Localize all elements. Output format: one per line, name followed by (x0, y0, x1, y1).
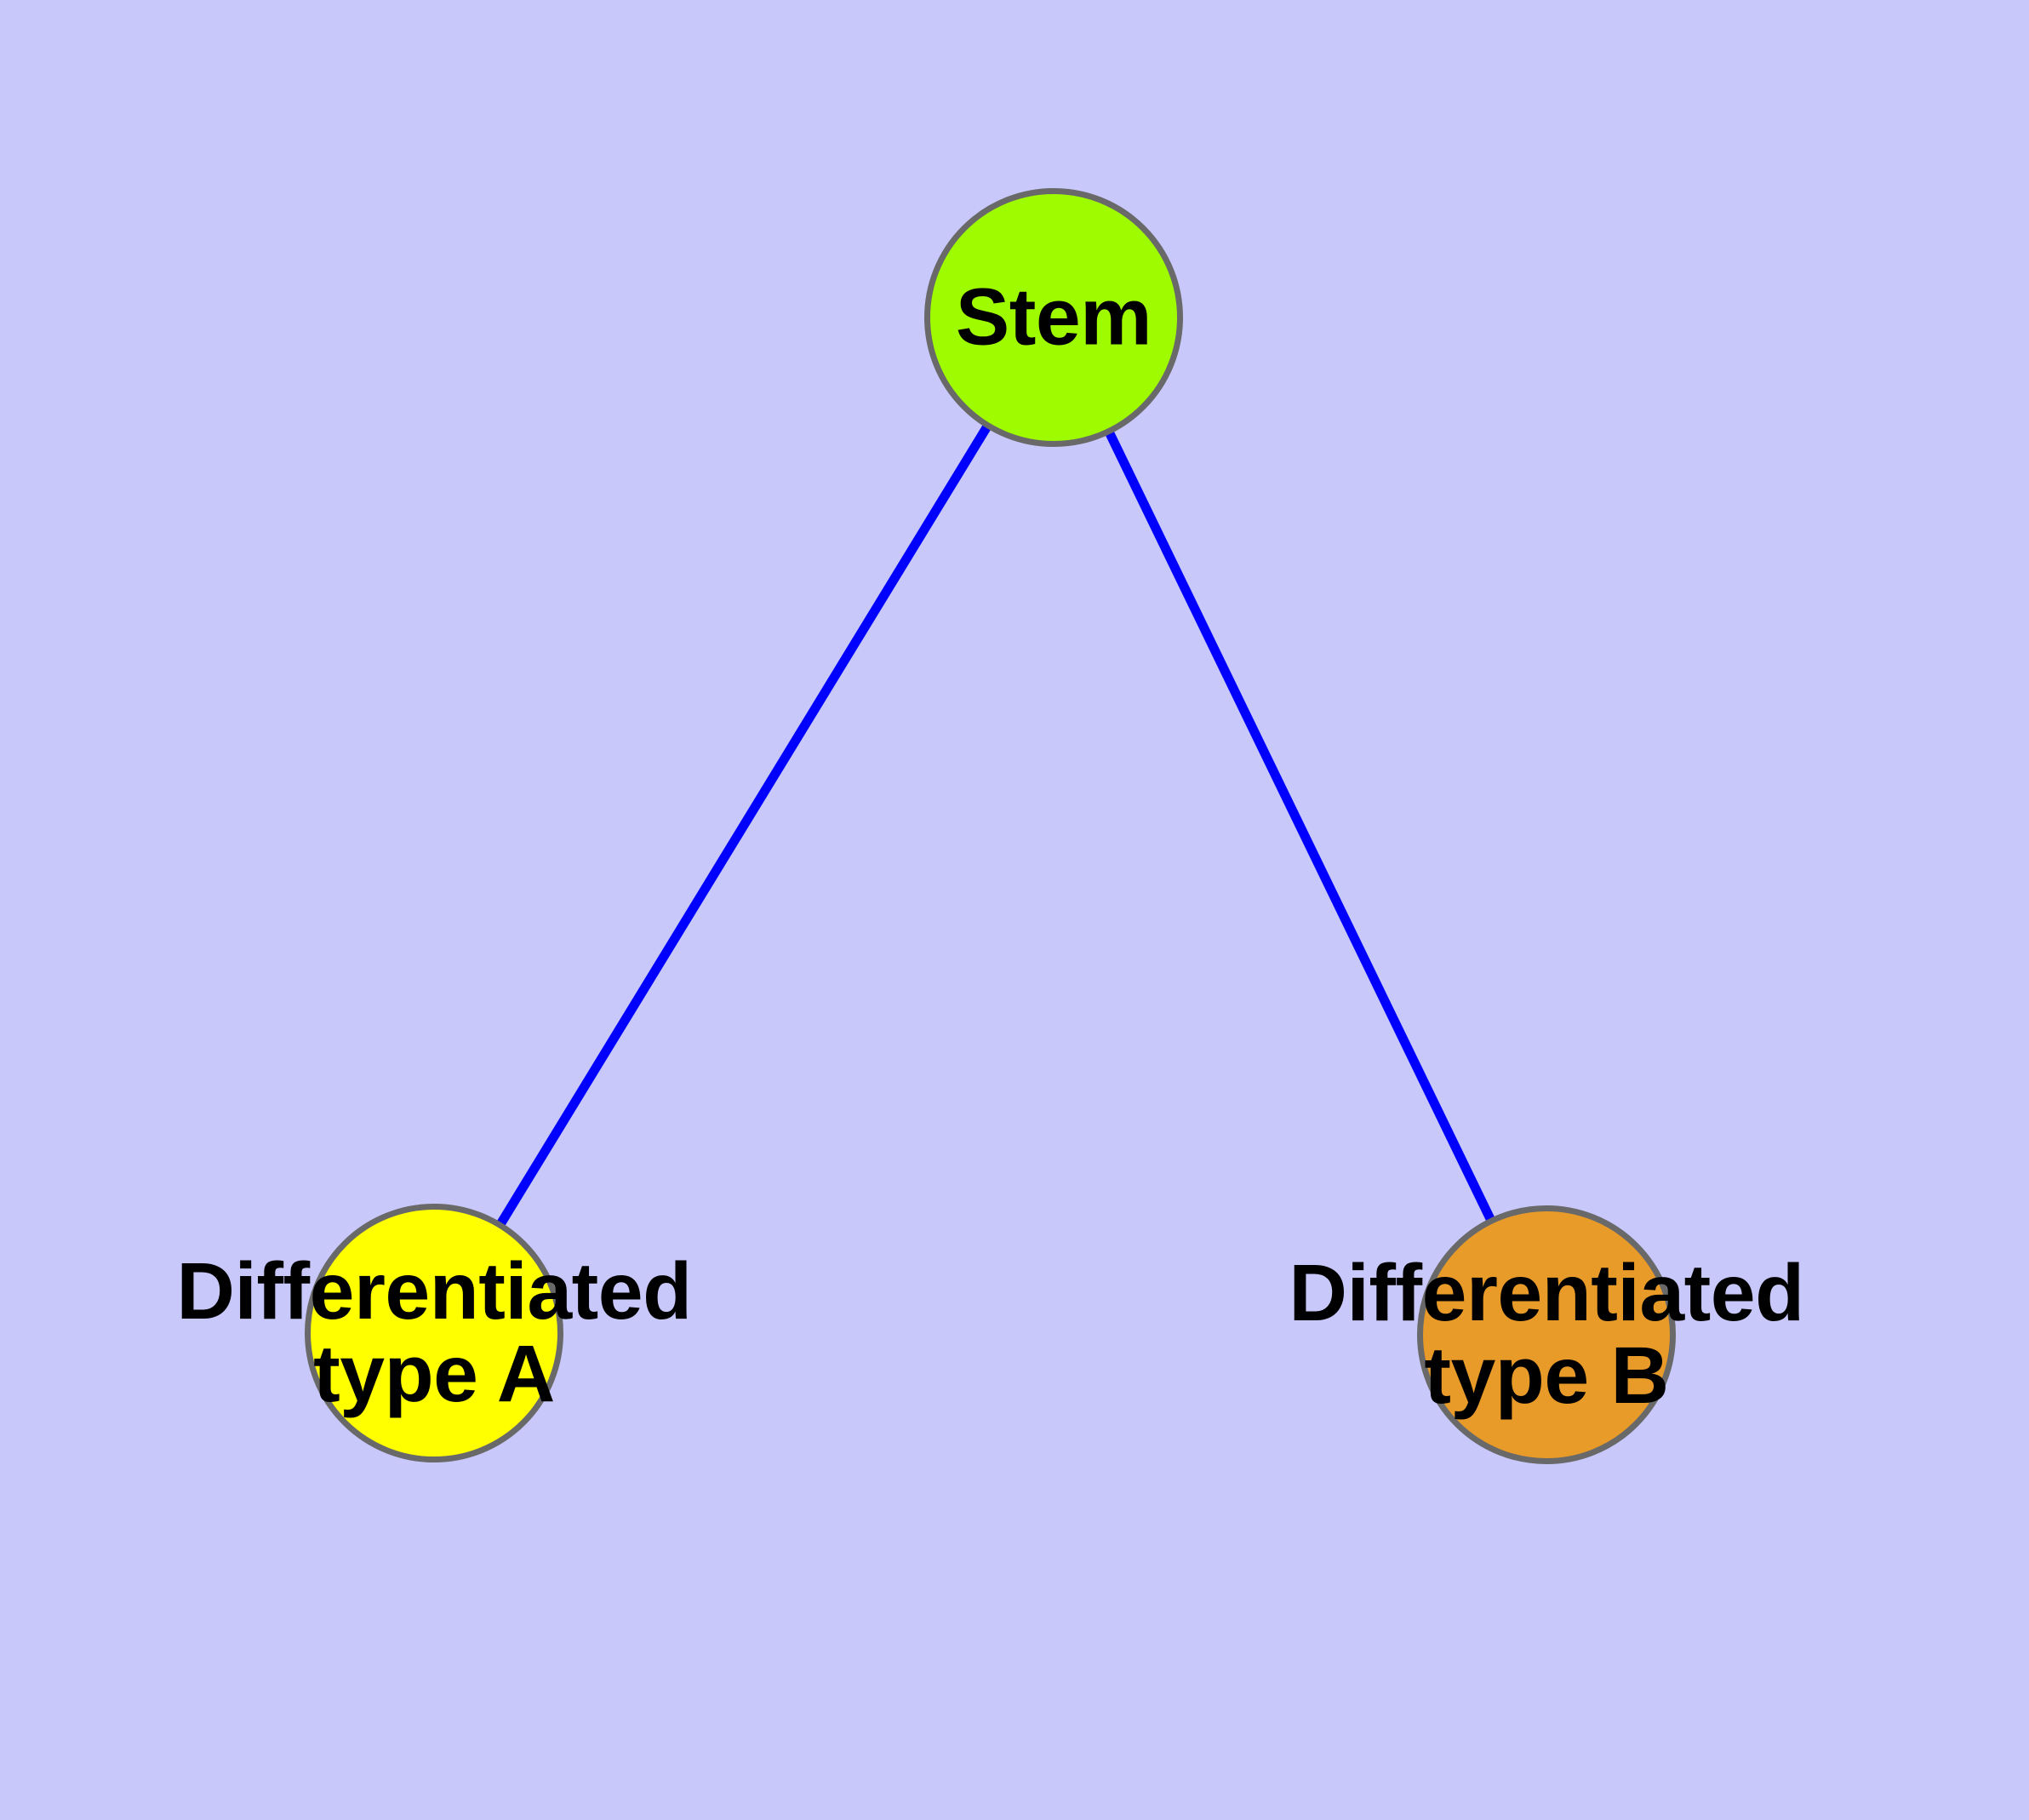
edge-stem-diff-b[interactable] (1105, 430, 1495, 1222)
node-circle-diff-a[interactable] (305, 1204, 563, 1462)
edge-layer (496, 424, 1495, 1227)
node-circle-stem[interactable] (924, 188, 1183, 447)
edge-stem-diff-a[interactable] (496, 424, 992, 1227)
node-layer (305, 188, 1676, 1464)
node-circle-diff-b[interactable] (1417, 1205, 1676, 1464)
